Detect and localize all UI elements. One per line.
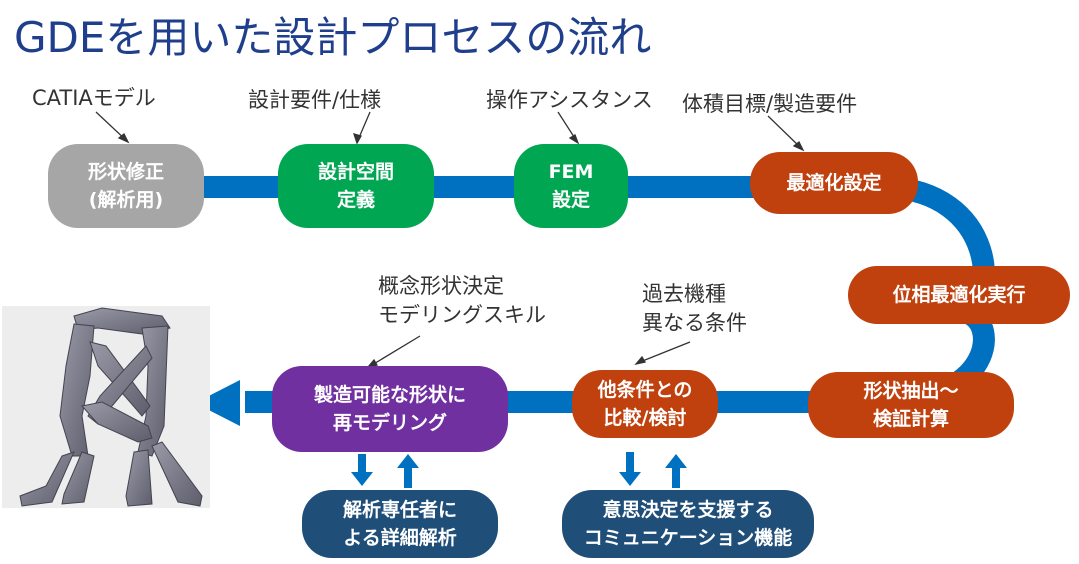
down-arrow-icon <box>358 454 366 474</box>
up-arrow-icon <box>672 466 680 488</box>
step-optimization-setting[interactable]: 最適化設定 <box>750 152 918 214</box>
exchange-arrows-left <box>351 454 419 488</box>
down-arrow-icon <box>626 452 634 474</box>
step-communication[interactable]: 意思決定を支援するコミュニケーション機能 <box>562 490 814 558</box>
note-design-requirements: 設計要件/仕様 <box>248 88 382 112</box>
optimized-part-image <box>2 306 210 508</box>
up-arrow-icon <box>404 466 412 488</box>
exchange-arrows-right <box>619 452 687 488</box>
step-shape-fix[interactable]: 形状修正(解析用) <box>48 144 204 228</box>
page-title: GDEを用いた設計プロセスの流れ <box>14 13 652 62</box>
step-shape-extraction[interactable]: 形状抽出～検証計算 <box>808 372 1014 438</box>
step-topology-optimization[interactable]: 位相最適化実行 <box>848 266 1070 324</box>
step-compare-conditions[interactable]: 他条件との比較/検討 <box>572 370 718 438</box>
step-design-space[interactable]: 設計空間定義 <box>278 144 434 228</box>
step-remodeling[interactable]: 製造可能な形状に再モデリング <box>272 366 508 452</box>
note-operation-assistance: 操作アシスタンス <box>486 88 653 112</box>
note-concept-shape: 概念形状決定 モデリングスキル <box>378 274 546 327</box>
step-expert-analysis[interactable]: 解析専任者による詳細解析 <box>302 490 498 558</box>
note-volume-target: 体積目標/製造要件 <box>682 92 858 116</box>
note-past-models: 過去機種 異なる条件 <box>642 282 747 335</box>
flow-arrowhead-icon <box>195 380 240 426</box>
note-catia-model: CATIAモデル <box>32 86 156 110</box>
